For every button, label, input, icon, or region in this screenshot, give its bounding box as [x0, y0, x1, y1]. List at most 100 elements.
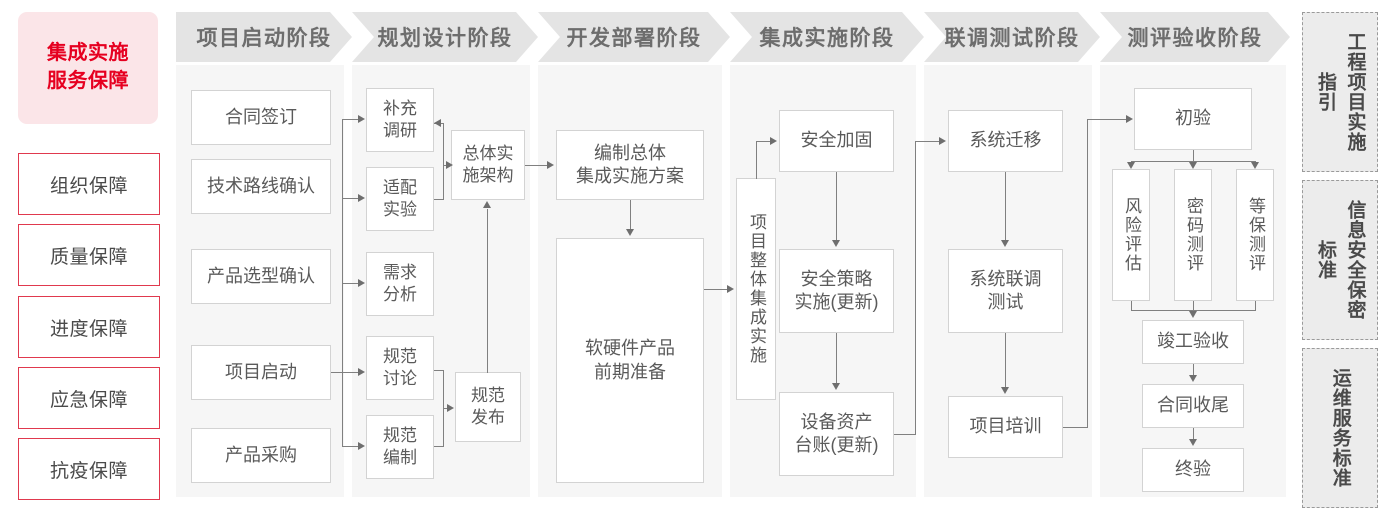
node-label-line1: 安全策略 — [800, 268, 873, 289]
sidebar-item-epidemic[interactable]: 抗疫保障 — [18, 438, 160, 500]
arrow-right-icon — [446, 160, 453, 169]
node-overall-project-integration[interactable]: 项目整体集成实施 — [736, 178, 776, 400]
arrow-down-icon — [1126, 162, 1135, 169]
stage-header-5[interactable]: 联调测试阶段 — [924, 12, 1100, 62]
connector-discussion-out — [434, 370, 444, 372]
arrow-right-icon — [727, 284, 734, 293]
node-draft-overall-integration-plan[interactable]: 编制总体集成实施方案 — [556, 130, 704, 200]
node-label-line2: 测试 — [987, 292, 1024, 312]
stage-header-4[interactable]: 集成实施阶段 — [730, 12, 924, 62]
node-label-line2: 台账(更新) — [794, 435, 879, 455]
sidebar-title-card: 集成实施 服务保障 — [18, 12, 158, 124]
arrow-right-icon — [358, 367, 365, 376]
connector-to-preliminary — [1087, 119, 1127, 121]
node-label-line1: 编制总体 — [594, 142, 666, 163]
node-project-kickoff[interactable]: 项目启动 — [191, 345, 331, 400]
node-security-policy-impl[interactable]: 安全策略实施(更新) — [779, 249, 894, 333]
node-classified-protection-evaluation[interactable]: 等保测评 — [1236, 169, 1274, 301]
node-spec-discussion[interactable]: 规范讨论 — [366, 336, 434, 400]
connector-training-right — [1063, 427, 1088, 429]
arrow-right-icon — [447, 403, 454, 412]
rail-item-engineering-guideline[interactable]: 工程项目实施指引 — [1302, 12, 1378, 172]
node-label-line1: 适配 — [383, 177, 417, 197]
connector-completion-to-closure — [1193, 364, 1195, 376]
node-final-acceptance[interactable]: 终验 — [1142, 448, 1244, 492]
arrow-down-icon — [831, 240, 840, 247]
sidebar-item-organization[interactable]: 组织保障 — [18, 153, 160, 215]
rail-item-security-standard[interactable]: 信息安全保密标准 — [1302, 180, 1378, 340]
connector-closure-to-final — [1193, 428, 1195, 440]
node-label-line1: 规范 — [383, 346, 417, 366]
node-adaptation-experiment[interactable]: 适配实验 — [366, 167, 434, 231]
node-tech-route-confirm[interactable]: 技术路线确认 — [191, 159, 331, 214]
node-completion-acceptance[interactable]: 竣工验收 — [1142, 320, 1244, 364]
node-spec-drafting[interactable]: 规范编制 — [366, 415, 434, 479]
node-label-line2: 调研 — [383, 121, 417, 140]
sidebar-title-line1: 集成实施 — [47, 42, 129, 65]
sidebar-item-emergency[interactable]: 应急保障 — [18, 367, 160, 429]
node-system-migration[interactable]: 系统迁移 — [948, 110, 1063, 172]
node-label-line2: 集成实施方案 — [576, 166, 684, 186]
node-label-line1: 软硬件产品 — [585, 338, 675, 359]
node-hardware-software-prep[interactable]: 软硬件产品前期准备 — [556, 238, 704, 483]
node-risk-assessment[interactable]: 风险评估 — [1112, 169, 1150, 301]
arrow-right-icon — [358, 114, 365, 123]
arrow-down-icon — [1188, 311, 1197, 318]
connector-bus-to-adaptation — [342, 198, 360, 200]
stage-header-3[interactable]: 开发部署阶段 — [538, 12, 730, 62]
connector-integration-up — [756, 141, 758, 179]
arrow-right-icon — [770, 136, 777, 145]
arrow-down-icon — [1000, 240, 1009, 247]
node-contract-closure[interactable]: 合同收尾 — [1142, 384, 1244, 428]
node-security-hardening[interactable]: 安全加固 — [779, 110, 894, 172]
node-overall-impl-architecture[interactable]: 总体实施架构 — [451, 130, 525, 200]
node-label-line1: 规范 — [383, 425, 417, 445]
node-preliminary-acceptance[interactable]: 初验 — [1134, 88, 1252, 150]
node-label-line2: 实施(更新) — [794, 292, 879, 312]
node-equipment-asset-ledger[interactable]: 设备资产台账(更新) — [779, 392, 894, 476]
connector-risk-down — [1131, 301, 1133, 311]
arrow-down-icon — [1250, 162, 1259, 169]
stage-header-2[interactable]: 规划设计阶段 — [352, 12, 538, 62]
connector-dengbao-down — [1255, 301, 1257, 311]
connector-merge-vertical-top — [443, 123, 445, 200]
connector-to-migration — [915, 141, 941, 143]
arrow-right-icon — [358, 278, 365, 287]
node-supplementary-research[interactable]: 补充调研 — [366, 88, 434, 152]
stage-header-1[interactable]: 项目启动阶段 — [176, 12, 352, 62]
arrow-down-icon — [625, 229, 634, 236]
sidebar-item-quality[interactable]: 质量保障 — [18, 224, 160, 286]
node-product-procurement[interactable]: 产品采购 — [191, 428, 331, 483]
connector-bus-to-requirement — [342, 283, 360, 285]
node-system-joint-test[interactable]: 系统联调测试 — [948, 249, 1063, 333]
node-label-line2: 施架构 — [462, 166, 514, 185]
connector-training-up — [1087, 119, 1089, 427]
arrow-down-icon — [1188, 162, 1197, 169]
node-spec-release[interactable]: 规范发布 — [455, 372, 521, 442]
connector-merge-to-spec-release — [443, 408, 449, 410]
arrow-right-icon — [358, 193, 365, 202]
node-label-line2: 分析 — [383, 285, 417, 304]
node-cryptography-evaluation[interactable]: 密码测评 — [1174, 169, 1212, 301]
node-label-line2: 讨论 — [383, 369, 417, 388]
node-project-training[interactable]: 项目培训 — [948, 396, 1063, 458]
connector-plan-to-prep — [630, 200, 632, 230]
connector-architecture-to-plan — [525, 165, 548, 167]
arrow-right-icon — [358, 441, 365, 450]
stage-header-6[interactable]: 测评验收阶段 — [1100, 12, 1290, 62]
connector-bus-to-discussion — [342, 372, 360, 374]
connector-ledger-up — [915, 141, 917, 434]
arrow-right-icon — [939, 136, 946, 145]
connector-ledger-right — [894, 434, 916, 436]
node-contract-signing[interactable]: 合同签订 — [191, 90, 331, 145]
rail-label: 工程项目实施指引 — [1315, 32, 1366, 152]
connector-integration-to-hardening — [756, 141, 772, 143]
connector-migration-to-jointtest — [1005, 172, 1007, 241]
connector-bus-to-drafting — [342, 446, 360, 448]
rail-item-ops-service-standard[interactable]: 运维服务标准 — [1302, 348, 1378, 508]
node-product-selection-confirm[interactable]: 产品选型确认 — [191, 249, 331, 304]
connector-prep-to-integration — [704, 289, 728, 291]
sidebar-item-schedule[interactable]: 进度保障 — [18, 296, 160, 358]
node-label-line2: 编制 — [383, 448, 417, 467]
node-requirement-analysis[interactable]: 需求分析 — [366, 252, 434, 316]
